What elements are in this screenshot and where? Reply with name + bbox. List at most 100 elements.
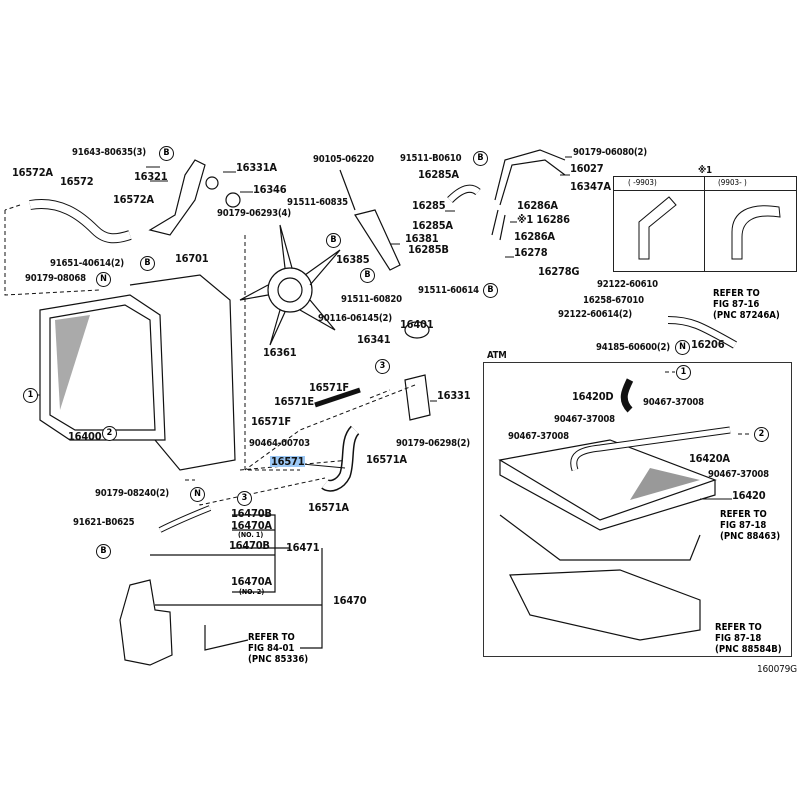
refer-line: FIG 87-16 xyxy=(713,299,760,310)
part-label: 92122-60610 xyxy=(597,279,658,290)
part-label: 16420A xyxy=(689,452,730,465)
refer-line: FIG 87-18 xyxy=(720,520,767,531)
part-label: 16420 xyxy=(732,489,766,502)
marker-1: 1 xyxy=(23,388,38,403)
part-label: 16571A xyxy=(308,501,349,514)
atm-cooler xyxy=(498,378,731,641)
note-table: ( -9903) (9903- ) xyxy=(613,176,797,272)
part-label: 16470 xyxy=(333,594,367,607)
part-label: 90105-06220 xyxy=(313,154,374,165)
refer-line: REFER TO xyxy=(715,622,762,633)
part-label: 16285A xyxy=(418,168,459,181)
marker-b: B xyxy=(473,151,488,166)
part-label-highlighted[interactable]: 16571 xyxy=(270,455,306,468)
part-label: 16471 xyxy=(286,541,320,554)
marker-n: N xyxy=(96,272,111,287)
refer-line: (PNC 88584B) xyxy=(715,644,782,655)
part-label: 90179-08068 xyxy=(25,273,86,284)
part-label: 16286A xyxy=(514,230,555,243)
part-label: 16400 xyxy=(68,430,102,443)
part-label: 90467-37008 xyxy=(554,414,615,425)
part-label: 90116-06145(2) xyxy=(318,313,392,324)
part-label: 16385 xyxy=(336,253,370,266)
atm-section xyxy=(483,362,792,657)
refer-line: FIG 87-18 xyxy=(715,633,762,644)
part-label: 16321 xyxy=(134,170,168,183)
part-label: 90179-06080(2) xyxy=(573,147,647,158)
marker-b: B xyxy=(140,256,155,271)
part-label: 16331 xyxy=(437,389,471,402)
refer-line: REFER TO xyxy=(248,632,295,643)
refer-fig-87-18-b[interactable]: REFER TO FIG 87-18 (PNC 88584B) xyxy=(715,622,782,655)
refer-line: REFER TO xyxy=(720,509,767,520)
refer-line: (PNC 85336) xyxy=(248,654,309,665)
part-label: 92122-60614(2) xyxy=(558,309,632,320)
part-label: 16361 xyxy=(263,346,297,359)
marker-n: N xyxy=(190,487,205,502)
part-label: 91621-B0625 xyxy=(73,517,135,528)
part-label: 91643-80635(3) xyxy=(72,147,146,158)
note-col-2: (9903- ) xyxy=(718,178,747,187)
part-label: 16572 xyxy=(60,175,94,188)
part-label: 16470A xyxy=(231,519,272,532)
part-label: 16286A xyxy=(517,199,558,212)
part-label: 16571E xyxy=(274,395,314,408)
part-label: 16341 xyxy=(357,333,391,346)
part-label: 16258-67010 xyxy=(583,295,644,306)
part-label: 16278 xyxy=(514,246,548,259)
refer-fig-87-16[interactable]: REFER TO FIG 87-16 (PNC 87246A) xyxy=(713,288,780,321)
marker-1: 1 xyxy=(676,365,691,380)
part-label: 16401 xyxy=(400,318,434,331)
marker-b: B xyxy=(326,233,341,248)
part-label: 90467-37008 xyxy=(508,431,569,442)
hose-variant-drawings xyxy=(638,196,781,260)
part-label: 16381 xyxy=(405,232,439,245)
refer-line: REFER TO xyxy=(713,288,760,299)
reservoir-tank xyxy=(119,579,173,666)
part-label: 16331A xyxy=(236,161,277,174)
part-label: 16571F xyxy=(309,381,349,394)
note-col-1: ( -9903) xyxy=(628,178,657,187)
part-label: 16027 xyxy=(570,162,604,175)
part-label: 90179-08240(2) xyxy=(95,488,169,499)
refer-fig-87-18-a[interactable]: REFER TO FIG 87-18 (PNC 88463) xyxy=(720,509,780,542)
part-label: 90179-06298(2) xyxy=(396,438,470,449)
atm-label: ATM xyxy=(487,350,507,361)
marker-b: B xyxy=(96,544,111,559)
marker-n: N xyxy=(675,340,690,355)
part-label: 90179-06293(4) xyxy=(217,208,291,219)
part-label: 91511-60820 xyxy=(341,294,402,305)
part-label: 16346 xyxy=(253,183,287,196)
part-label: 16470B xyxy=(231,507,272,520)
marker-b: B xyxy=(159,146,174,161)
part-label: 16285A xyxy=(412,219,453,232)
part-label: 94185-60600(2) xyxy=(596,342,670,353)
refer-line: (PNC 88463) xyxy=(720,531,781,542)
part-label: 91511-60835 xyxy=(287,197,348,208)
marker-2: 2 xyxy=(754,427,769,442)
part-label: 90464-00703 xyxy=(249,438,310,449)
part-label: 90467-37008 xyxy=(643,397,704,408)
part-label: 16278G xyxy=(538,265,580,278)
part-label: 16571A xyxy=(366,453,407,466)
fan xyxy=(239,224,341,346)
refer-line: (PNC 87246A) xyxy=(713,310,780,321)
part-label: 16206 xyxy=(691,338,725,351)
part-label: 16285 xyxy=(412,199,446,212)
note-table-title: ※1 xyxy=(698,165,712,176)
water-outlet xyxy=(148,159,206,236)
part-label: 16347A xyxy=(570,180,611,193)
marker-3: 3 xyxy=(237,491,252,506)
part-label: 91651-40614(2) xyxy=(50,258,124,269)
part-label: 90467-37008 xyxy=(708,469,769,480)
part-label: 16571F xyxy=(251,415,291,428)
refer-fig-84-01[interactable]: REFER TO FIG 84-01 (PNC 85336) xyxy=(248,632,308,665)
part-note: (NO. 2) xyxy=(239,588,265,596)
marker-2: 2 xyxy=(102,426,117,441)
part-label: 16285B xyxy=(408,243,449,256)
refer-line: FIG 84-01 xyxy=(248,643,295,654)
part-label: 16470B xyxy=(229,539,270,552)
marker-b: B xyxy=(483,283,498,298)
